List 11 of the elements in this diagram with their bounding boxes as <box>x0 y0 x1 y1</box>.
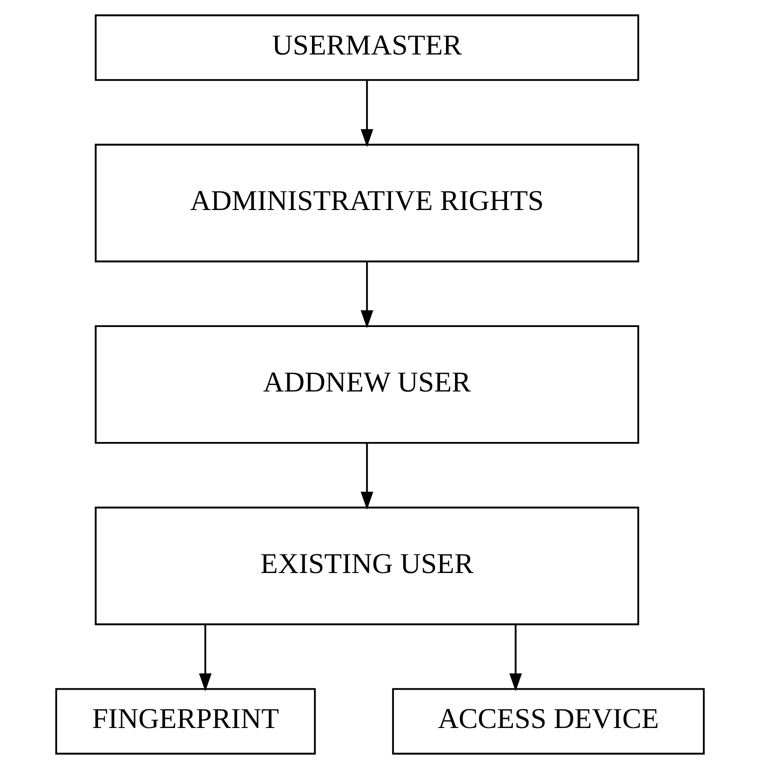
arrow <box>360 80 374 148</box>
arrow <box>360 261 374 328</box>
node-box: FINGERPRINT <box>55 688 316 755</box>
node-box: ACCESS DEVICE <box>392 688 705 755</box>
node-box: ADDNEW USER <box>94 325 640 444</box>
arrow <box>360 442 374 510</box>
arrow <box>509 624 522 692</box>
arrow <box>199 624 212 692</box>
node-box: USERMASTER <box>94 14 640 81</box>
node-box: EXISTING USER <box>94 506 640 626</box>
node-box: ADMINISTRATIVE RIGHTS <box>94 144 640 262</box>
